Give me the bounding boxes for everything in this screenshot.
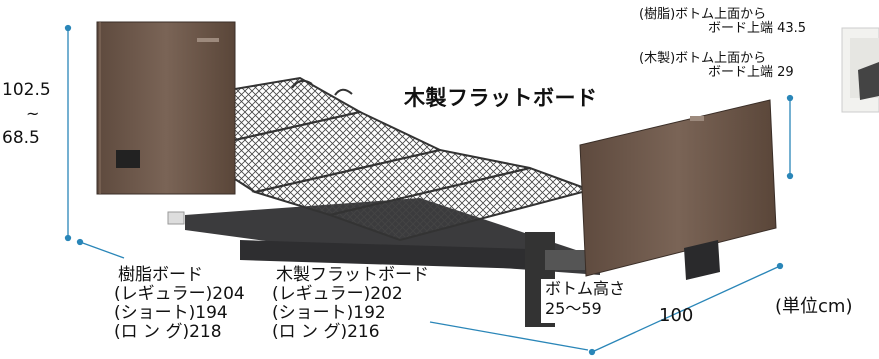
wood-short-length: (ショート)192 — [272, 303, 386, 323]
product-title: 木製フラットボード — [404, 86, 598, 110]
resin-long-length: (ロ ン グ)218 — [114, 322, 222, 342]
resin-note-line-2: ボード上端 43.5 — [708, 21, 807, 36]
bottom-height-value: 25〜59 — [545, 299, 602, 318]
wood-board-header: 木製フラットボード — [276, 265, 429, 285]
resin-note-line-1: (樹脂)ボトム上面から — [639, 7, 767, 22]
resin-board-lengths: 樹脂ボード (レギュラー)204 (ショート)194 (ロ ン グ)218 — [114, 266, 245, 342]
bottom-height-box: ボトム高さ 25〜59 — [541, 279, 631, 323]
wood-board-lengths: 木製フラットボード (レギュラー)202 (ショート)192 (ロ ン グ)21… — [272, 266, 429, 342]
resin-regular-length: (レギュラー)204 — [114, 284, 245, 304]
wood-note-line-1: (木製)ボトム上面から — [639, 51, 767, 66]
height-max-label: 102.5 — [2, 80, 51, 100]
unit-label: (単位cm) — [775, 296, 853, 317]
width-label: 100 — [659, 305, 694, 326]
height-min-label: 68.5 — [2, 128, 40, 148]
resin-note: (樹脂)ボトム上面から ボード上端 43.5 — [639, 8, 806, 36]
wood-note: (木製)ボトム上面から ボード上端 29 — [639, 52, 794, 80]
dimension-lines — [64, 24, 794, 356]
foot-board — [579, 99, 777, 280]
product-thumbnail — [841, 27, 879, 113]
head-board — [96, 21, 236, 195]
wood-note-line-2: ボード上端 29 — [708, 65, 794, 80]
wood-long-length: (ロ ン グ)216 — [272, 322, 380, 342]
resin-board-header: 樹脂ボード — [118, 265, 203, 285]
resin-short-length: (ショート)194 — [114, 303, 228, 323]
bottom-height-label: ボトム高さ — [545, 279, 626, 298]
height-range-tilde: ~ — [26, 104, 40, 123]
wood-regular-length: (レギュラー)202 — [272, 284, 403, 304]
